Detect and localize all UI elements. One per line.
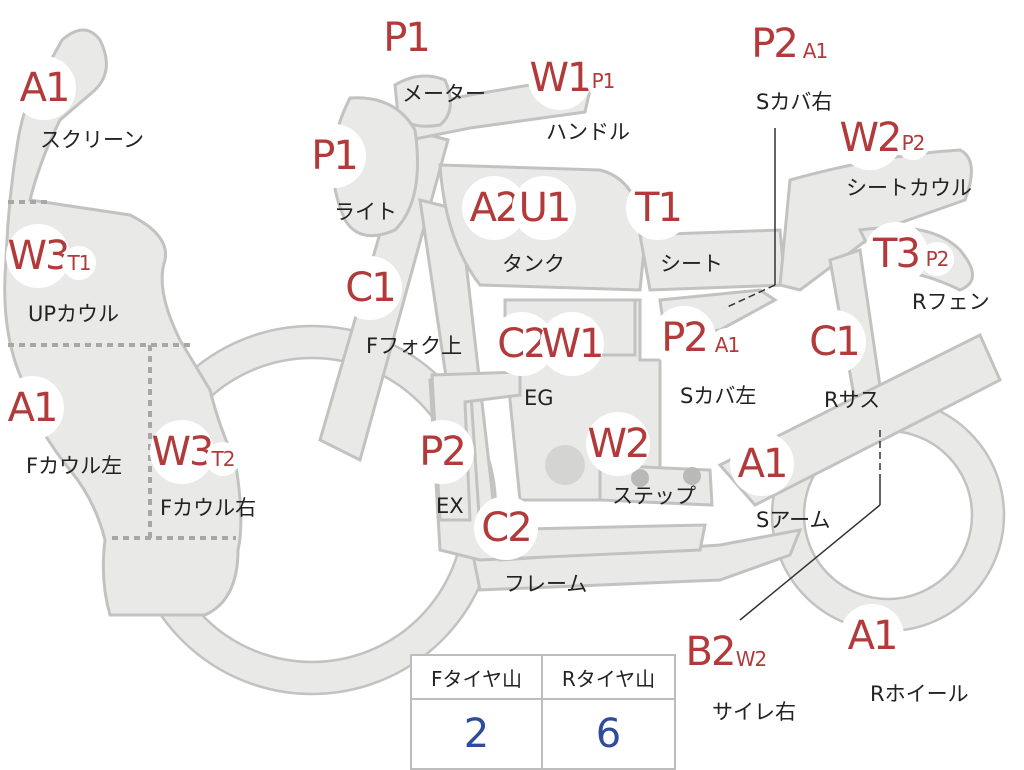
part-label-tank: タンク [502, 252, 565, 276]
code-badge-exhaust-1: P2 [410, 420, 474, 484]
code-badge-screen-1: A1 [12, 56, 76, 120]
part-label-swing-arm: Sアーム [756, 508, 831, 532]
code-badge-s-cover-left-2: A1 [710, 328, 744, 362]
part-label-step: ステップ [612, 484, 696, 508]
code-badge-frame-1: C2 [474, 496, 538, 560]
part-label-s-cover-right: Sカバ右 [756, 90, 833, 114]
code-badge-f-cowl-right-1: W3 [150, 420, 215, 484]
seat-cowl-shape [778, 148, 973, 292]
code-badge-s-cover-right-1: P2 [742, 12, 806, 76]
code-badge-silencer-right-2: W2 [734, 642, 768, 676]
code-badge-light-1: P1 [302, 124, 366, 188]
code-badge-handle-2: P1 [586, 64, 620, 98]
code-badge-seat-1: T1 [626, 176, 690, 240]
code-badge-s-cover-right-2: A1 [798, 34, 832, 68]
front-tire-header: Fタイヤ山 [412, 656, 543, 700]
rear-tire-value: 6 [595, 711, 622, 757]
front-tire-value: 2 [412, 700, 543, 768]
part-label-f-cowl-left: Fカウル左 [26, 454, 123, 478]
part-label-engine: EG [524, 386, 554, 410]
code-badge-f-fork-upper-1: C1 [338, 256, 402, 320]
part-label-up-cowl: UPカウル [28, 302, 120, 326]
code-badge-seat-cowl-2: P2 [896, 126, 930, 160]
part-label-light: ライト [334, 200, 397, 224]
code-badge-tank-2: U1 [512, 176, 576, 240]
code-badge-up-cowl-1: W3 [6, 224, 71, 288]
code-badge-r-suspension-1: C1 [802, 310, 866, 374]
code-badge-r-fender-1: T3 [864, 222, 928, 286]
code-badge-r-wheel-1: A1 [840, 604, 904, 668]
part-label-r-fender: Rフェン [912, 290, 990, 314]
code-badge-step-1: W2 [586, 412, 651, 476]
part-label-meter: メーター [402, 82, 486, 106]
tire-tread-table: Fタイヤ山 Rタイヤ山 2 6 [410, 654, 676, 770]
code-badge-s-cover-left-1: P2 [652, 306, 716, 370]
code-badge-f-cowl-left-1: A1 [0, 376, 64, 440]
part-label-r-suspension: Rサス [824, 388, 881, 412]
code-badge-engine-2: W1 [540, 312, 605, 376]
part-label-exhaust: EX [436, 494, 464, 518]
part-label-silencer-right: サイレ右 [712, 700, 796, 724]
code-badge-r-fender-2: P2 [920, 242, 954, 276]
part-label-seat: シート [660, 252, 723, 276]
code-badge-swing-arm-1: A1 [730, 432, 794, 496]
part-label-screen: スクリーン [40, 128, 144, 152]
code-badge-up-cowl-2: T1 [62, 246, 96, 280]
part-label-s-cover-left: Sカバ左 [680, 384, 757, 408]
part-label-handle: ハンドル [546, 120, 630, 144]
code-badge-handle-1: W1 [528, 46, 593, 110]
part-label-f-cowl-right: Fカウル右 [160, 496, 257, 520]
code-badge-meter-1: P1 [374, 6, 438, 70]
part-label-seat-cowl: シートカウル [846, 176, 972, 200]
part-label-r-wheel: Rホイール [870, 682, 969, 706]
part-label-f-fork-upper: Fフォク上 [366, 334, 463, 358]
part-label-frame: フレーム [504, 572, 588, 596]
rear-tire-header: Rタイヤ山 [543, 656, 674, 700]
code-badge-silencer-right-1: B2 [678, 620, 742, 684]
code-badge-f-cowl-right-2: T2 [206, 442, 240, 476]
code-badge-seat-cowl-1: W2 [838, 106, 903, 170]
